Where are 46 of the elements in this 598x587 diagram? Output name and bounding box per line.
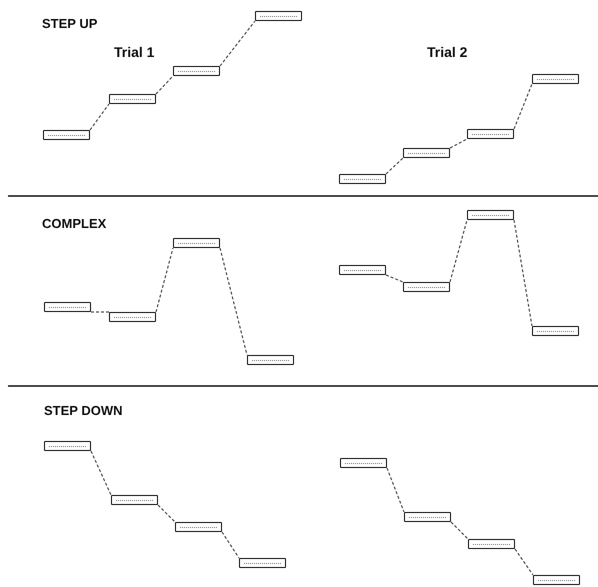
level-bar	[468, 539, 515, 549]
connector-line	[450, 522, 468, 540]
connector-line	[220, 248, 248, 356]
connector-line	[90, 450, 112, 496]
level-bar	[247, 355, 294, 365]
level-bar	[403, 282, 450, 292]
level-bar	[173, 238, 220, 248]
connector-line	[156, 248, 174, 312]
level-bar	[467, 210, 514, 220]
section-heading: COMPLEX	[42, 216, 106, 231]
level-bar	[533, 575, 580, 585]
connector-line	[450, 220, 468, 282]
connector-line	[156, 76, 174, 94]
level-bar	[255, 11, 302, 21]
level-bar	[173, 66, 220, 76]
connector-line	[386, 158, 404, 174]
level-bar	[532, 74, 579, 84]
level-bar	[532, 326, 579, 336]
level-bar	[404, 512, 451, 522]
level-bar	[467, 129, 514, 139]
connector-line	[222, 532, 240, 558]
level-bar	[239, 558, 286, 568]
connector-line	[386, 274, 404, 282]
connector-line	[514, 220, 532, 326]
connector-line	[90, 104, 110, 130]
column-heading: Trial 1	[114, 44, 154, 60]
section-heading: STEP DOWN	[44, 403, 122, 418]
level-bar	[44, 302, 91, 312]
column-heading: Trial 2	[427, 44, 468, 60]
level-bar	[43, 130, 90, 140]
level-bar	[109, 312, 156, 322]
level-bar	[111, 495, 158, 505]
level-bar	[109, 94, 156, 104]
connector-line	[450, 138, 468, 148]
level-bar	[339, 174, 386, 184]
connector-line	[158, 504, 176, 522]
level-bar	[175, 522, 222, 532]
level-bar	[340, 458, 387, 468]
level-bar	[44, 441, 91, 451]
connector-line	[514, 548, 534, 576]
connector-line	[220, 20, 256, 66]
connector-line	[386, 468, 404, 512]
level-bar	[403, 148, 450, 158]
connector-line	[514, 84, 532, 130]
level-bar	[339, 265, 386, 275]
section-heading: STEP UP	[42, 16, 98, 31]
